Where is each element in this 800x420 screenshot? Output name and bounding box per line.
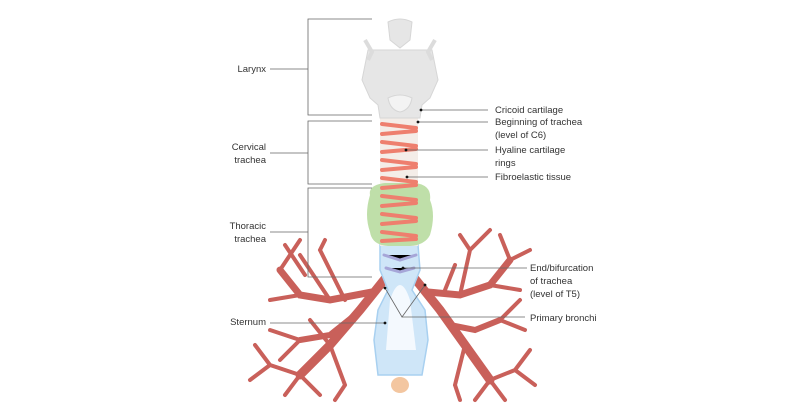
label-thoracic-trachea: Thoracic trachea [230,220,266,246]
label-end-line2: of trachea [530,276,573,287]
label-end-line1: End/bifurcation [530,263,594,274]
pointer-dots [383,108,427,325]
label-hyaline-cartilage: Hyaline cartilage rings [495,144,565,170]
label-beginning-line2: (level of C6) [495,130,547,141]
label-thoracic-line2: trachea [234,234,266,245]
label-fibroelastic-tissue: Fibroelastic tissue [495,172,572,183]
leader-lines [270,18,527,324]
label-cervical-line2: trachea [234,155,266,166]
right-bronchial-tree [407,228,537,402]
sternum-shape [373,244,429,393]
label-hyaline-line2: rings [495,158,516,169]
trachea-column [367,118,433,274]
xiphoid-process [391,377,409,393]
label-thoracic-line1: Thoracic [229,221,266,232]
left-bronchial-tree [248,238,393,402]
label-beginning-line1: Beginning of trachea [495,117,583,128]
label-larynx: Larynx [237,64,266,75]
label-sternum: Sternum [230,317,266,328]
label-end-line3: (level of T5) [530,289,580,300]
label-cervical-trachea: Cervical trachea [232,141,266,167]
label-cricoid-cartilage: Cricoid cartilage [495,105,564,116]
label-hyaline-line1: Hyaline cartilage [495,145,566,156]
label-cervical-line1: Cervical [231,142,266,153]
label-end-bifurcation: End/bifurcation of trachea (level of T5) [530,262,593,301]
label-beginning-of-trachea: Beginning of trachea (level of C6) [495,116,582,142]
label-primary-bronchi: Primary bronchi [530,313,597,324]
larynx-shape [361,18,439,119]
